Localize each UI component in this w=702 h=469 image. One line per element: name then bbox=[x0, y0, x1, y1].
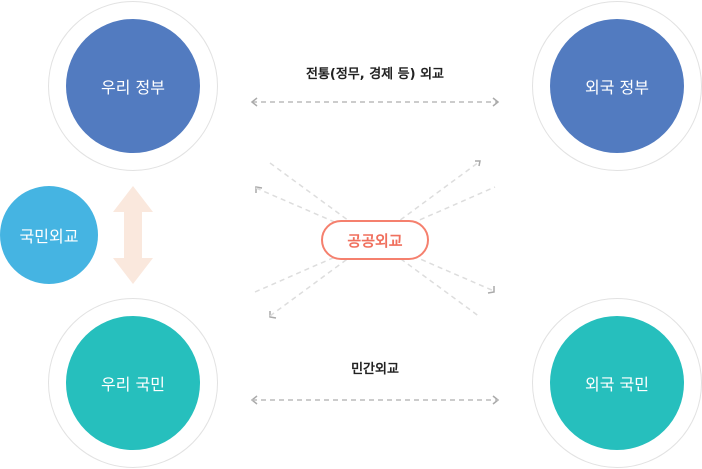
our-gov-ring bbox=[48, 1, 218, 171]
vertical-double-arrow bbox=[113, 186, 153, 284]
arrowheads bbox=[250, 97, 500, 405]
our-people-ring bbox=[48, 298, 218, 468]
our-gov-node: 우리 정부 bbox=[66, 19, 200, 153]
private-diplomacy-label: 민간외교 bbox=[351, 362, 399, 377]
foreign-people-node: 외국 국민 bbox=[550, 316, 684, 450]
traditional-diplomacy-label: 전통(정무, 경제 등) 외교 bbox=[305, 67, 445, 82]
foreign-gov-node: 외국 정부 bbox=[550, 19, 684, 153]
our-people-label: 우리 국민 bbox=[101, 375, 165, 394]
our-people-node: 우리 국민 bbox=[66, 316, 200, 450]
foreign-gov-label: 외국 정부 bbox=[585, 78, 649, 97]
foreign-people-label: 외국 국민 bbox=[585, 375, 649, 394]
public-diplomacy-pill: 공공외교 bbox=[321, 220, 429, 260]
citizen-diplomacy-node: 국민외교 bbox=[0, 186, 98, 284]
citizen-diplomacy-label: 국민외교 bbox=[19, 227, 79, 246]
our-gov-label: 우리 정부 bbox=[101, 78, 165, 97]
public-diplomacy-label: 공공외교 bbox=[347, 231, 403, 250]
